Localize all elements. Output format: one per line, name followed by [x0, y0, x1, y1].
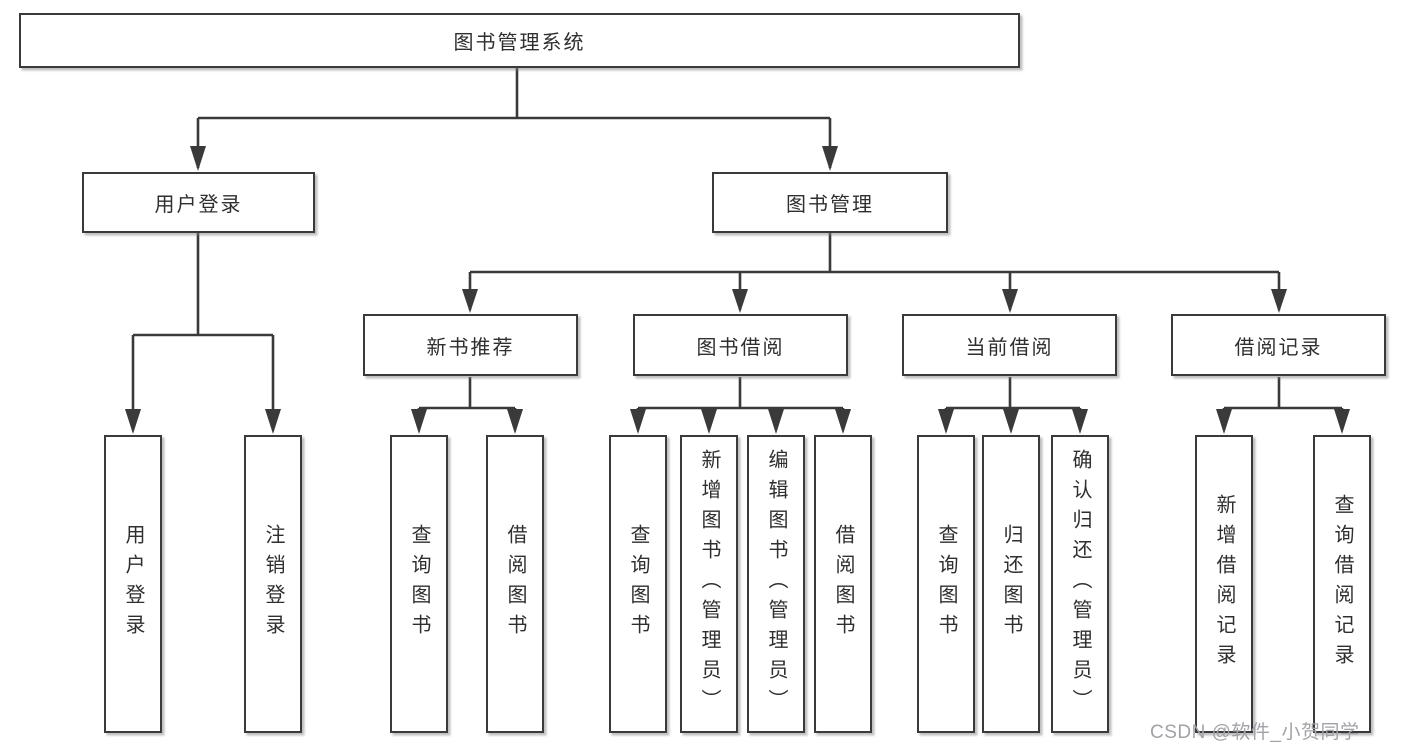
leaf-logout: 注销登录: [244, 435, 302, 733]
node-current-borrow-label: 当前借阅: [965, 336, 1054, 359]
csdn-watermark: CSDN @软件_小贺同学: [1150, 722, 1360, 743]
leaf-br-add-record: 新增借阅记录: [1195, 435, 1253, 733]
leaf-bb-borrow-books: 借阅图书: [814, 435, 872, 733]
leaf-logout-label: 注销登录: [262, 524, 284, 644]
arrowheads: [125, 146, 1350, 434]
leaf-bb-edit-book-admin-label: 编辑图书（管理员）: [765, 449, 787, 719]
node-borrow-record-label: 借阅记录: [1234, 336, 1323, 359]
node-book-management-label: 图书管理: [786, 194, 874, 216]
node-library-system: 图书管理系统: [19, 13, 1020, 68]
node-user-login-label: 用户登录: [154, 194, 243, 216]
leaf-user-login: 用户登录: [104, 435, 162, 733]
leaf-bb-edit-book-admin: 编辑图书（管理员）: [747, 435, 805, 733]
leaf-cb-query-books: 查询图书: [917, 435, 975, 733]
leaf-br-query-record-label: 查询借阅记录: [1331, 494, 1353, 674]
node-borrow-record: 借阅记录: [1171, 314, 1386, 376]
node-user-login: 用户登录: [82, 172, 315, 233]
node-new-book-recommend-label: 新书推荐: [426, 336, 515, 359]
node-current-borrow: 当前借阅: [902, 314, 1117, 376]
leaf-bb-query-books: 查询图书: [609, 435, 667, 733]
node-library-system-label: 图书管理系统: [453, 32, 586, 54]
leaf-bb-query-books-label: 查询图书: [627, 524, 649, 644]
leaf-cb-confirm-return-admin-label: 确认归还（管理员）: [1069, 449, 1091, 719]
leaf-user-login-label: 用户登录: [122, 524, 144, 644]
leaf-bb-add-book-admin: 新增图书（管理员）: [680, 435, 738, 733]
node-book-borrow-label: 图书借阅: [696, 336, 785, 359]
leaf-bb-borrow-books-label: 借阅图书: [832, 524, 854, 644]
leaf-br-add-record-label: 新增借阅记录: [1213, 494, 1235, 674]
leaf-bb-add-book-admin-label: 新增图书（管理员）: [698, 449, 720, 719]
leaf-nbr-query-books: 查询图书: [390, 435, 448, 733]
leaf-nbr-query-books-label: 查询图书: [408, 524, 430, 644]
leaf-br-query-record: 查询借阅记录: [1313, 435, 1371, 733]
node-book-borrow: 图书借阅: [633, 314, 848, 376]
leaf-cb-return-books: 归还图书: [982, 435, 1040, 733]
leaf-nbr-borrow-books-label: 借阅图书: [504, 524, 526, 644]
node-book-management: 图书管理: [712, 172, 948, 233]
node-new-book-recommend: 新书推荐: [363, 314, 578, 376]
leaf-cb-confirm-return-admin: 确认归还（管理员）: [1051, 435, 1109, 733]
leaf-cb-query-books-label: 查询图书: [935, 524, 957, 644]
leaf-nbr-borrow-books: 借阅图书: [486, 435, 544, 733]
leaf-cb-return-books-label: 归还图书: [1000, 524, 1022, 644]
